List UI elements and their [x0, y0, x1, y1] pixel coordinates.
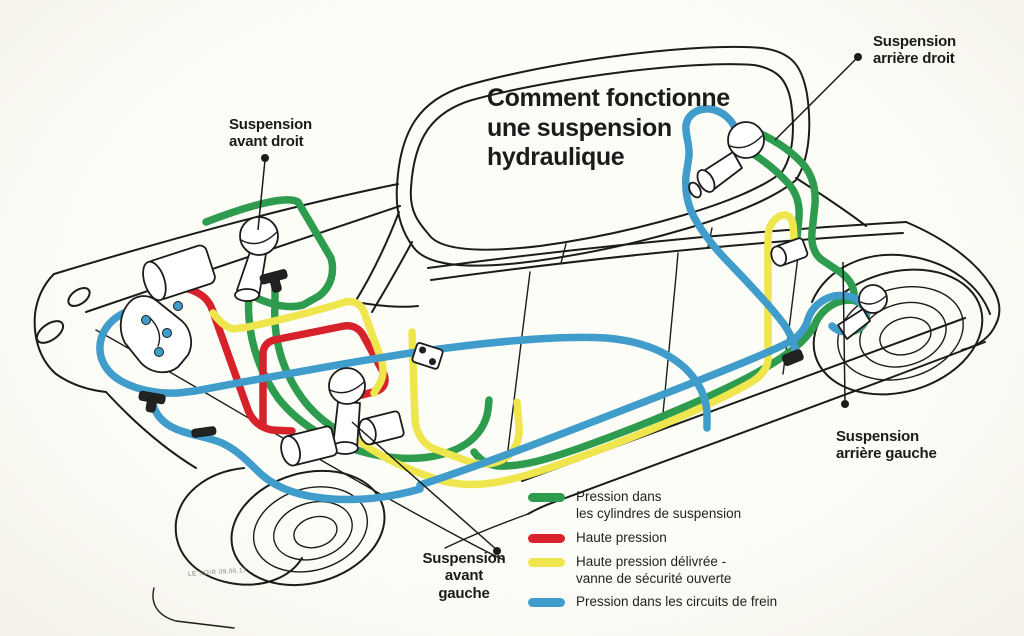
- sill-fitting: [781, 349, 804, 366]
- rear-right-suspension-sphere: [688, 121, 765, 199]
- label-front-left-suspension: Suspension avant gauche: [422, 550, 506, 602]
- label-rear-left-suspension: Suspension arrière gauche: [836, 428, 937, 463]
- front-brake-assembly: [119, 295, 193, 374]
- label-rear-right-suspension: Suspension arrière droit: [873, 33, 957, 68]
- legend-swatch-blue: [528, 598, 565, 608]
- front-wheel: [230, 469, 386, 587]
- legend: Pression dans les cylindres de suspensio…: [528, 489, 777, 611]
- legend-swatch-yellow: [528, 557, 565, 567]
- t-fitting: [191, 426, 217, 438]
- legend-item: Haute pression: [528, 530, 777, 547]
- rear-left-suspension-sphere: [837, 284, 888, 340]
- pressure-regulator: [411, 342, 444, 370]
- accumulator-cylinder: [142, 244, 216, 302]
- hydraulic-components: [119, 121, 888, 467]
- front-fender-skirt: [174, 467, 303, 586]
- label-front-right-suspension: Suspension avant droit: [229, 116, 313, 151]
- rear-brake-valve: [770, 237, 809, 267]
- legend-swatch-green: [528, 493, 565, 502]
- legend-label: Pression dans les circuits de frein: [576, 594, 778, 610]
- blue-circuit: [96, 105, 870, 504]
- brake-valve-canister: [280, 425, 338, 467]
- diagram-title: Comment fonctionne une suspension hydrau…: [487, 84, 730, 171]
- t-fitting: [138, 390, 166, 413]
- small-canister: [358, 410, 405, 446]
- legend-item: Haute pression délivrée - vanne de sécur…: [528, 554, 777, 588]
- legend-label: Haute pression: [576, 529, 667, 545]
- legend-swatch-red: [528, 533, 565, 543]
- front-left-suspension-sphere: [328, 367, 366, 455]
- leader-lines: [257, 53, 862, 555]
- legend-label: Haute pression délivrée - vanne de sécur…: [576, 553, 732, 586]
- t-fitting: [259, 269, 288, 293]
- red-circuit: [177, 283, 389, 435]
- legend-label: Pression dans les cylindres de suspensio…: [576, 489, 742, 521]
- legend-item: Pression dans les circuits de frein: [528, 594, 777, 611]
- rear-wheel: [812, 268, 984, 396]
- legend-item: Pression dans les cylindres de suspensio…: [528, 489, 777, 523]
